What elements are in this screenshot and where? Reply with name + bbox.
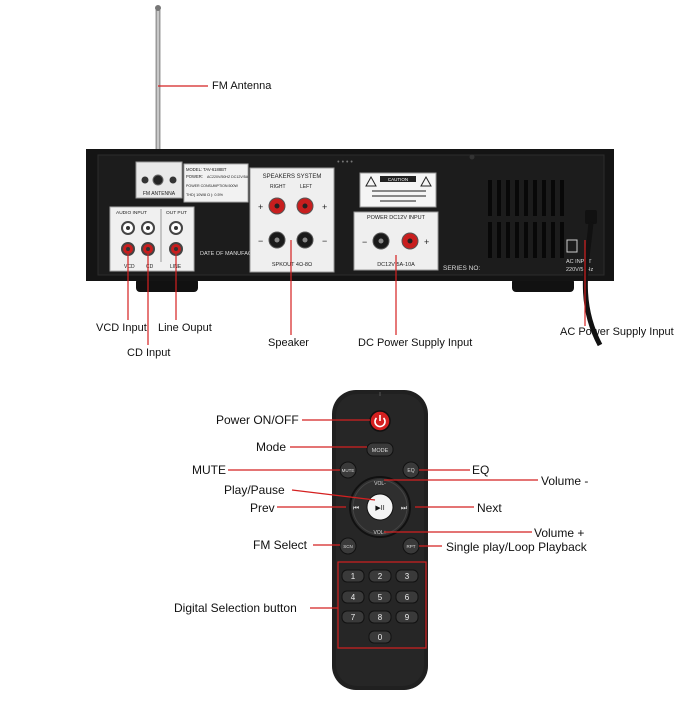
callout-eq: EQ [472,463,490,477]
caution-label: CAUTION [359,172,437,208]
callout-dc-power: DC Power Supply Input [358,337,473,349]
callout-volume-minus: Volume - [541,474,589,488]
speakers-system-text: SPEAKERS SYSTEM [263,174,322,180]
power-dc-input-text: POWER DC12V INPUT [367,215,426,221]
power-icon [374,417,386,428]
callout-next: Next [477,501,502,515]
svg-text:−: − [322,236,327,246]
rpt-button-label: RPT [407,544,416,549]
callout-play-pause: Play/Pause [224,483,285,497]
fm-antenna-plate-label: FM ANTENNA [143,191,176,197]
series-no-text: SERIES NO: [443,265,480,272]
digit-button-1[interactable] [341,569,365,583]
spkout-text: SPKOUT 4Ω-8Ω [272,262,312,268]
digit-button-4[interactable] [341,590,365,604]
remote-play-button[interactable] [366,493,394,521]
thd-text: THD( 10W8 Ω ): 0.5% [186,193,224,197]
svg-text:−: − [362,237,367,247]
remote-scn-button[interactable] [339,537,357,555]
digit-button-9[interactable] [395,610,419,624]
digit-label-9: 9 [405,613,410,622]
prev-button[interactable]: ⏮ [353,505,359,512]
callout-cd-input: CD Input [127,347,171,359]
scn-button-label: SCN [343,544,353,549]
callout-single-loop: Single play/Loop Playback [446,540,587,554]
date-of-manufacture-text: DATE OF MANUFACTURE [200,251,267,257]
out-put-text: OUT PUT [166,210,187,216]
model-text: MODEL: TAV-6188BT [186,167,227,172]
power-values-text: AC220V/50HZ DC12V/5A [207,175,249,179]
callout-speaker: Speaker [268,337,309,349]
ac-input: AC INPUT 220V/50Hz [566,210,597,273]
digit-label-0: 0 [378,633,383,642]
callout-prev: Prev [250,501,275,515]
svg-text:• • • •: • • • • [337,159,353,166]
digit-label-4: 4 [351,593,356,602]
callout-mute: MUTE [192,463,226,477]
consumption-text: POWER CONSUMPTION:500W [186,184,239,188]
amp-foot-right [512,278,574,292]
callout-digital-selection: Digital Selection button [174,601,297,615]
play-pause-icon: ▶II [375,505,384,512]
mute-button-label: MUTE [342,468,355,473]
eq-button-label: EQ [407,468,414,474]
callout-fm-select: FM Select [253,538,308,552]
amp-callout-lines [127,85,586,345]
amp-foot-left [136,278,198,292]
callout-power-onoff: Power ON/OFF [216,413,299,427]
right-text: RIGHT [270,184,286,190]
digit-button-5[interactable] [368,590,392,604]
digit-button-7[interactable] [341,610,365,624]
svg-text:−: − [258,236,263,246]
vent-grille [488,180,564,258]
power-text: POWER: [186,174,203,179]
digit-button-8[interactable] [368,610,392,624]
callout-line-output: Line Ouput [158,322,212,334]
speaker-terminal-panel: SPEAKERS SYSTEM RIGHT LEFT + + − − SPKOU… [249,167,335,273]
digit-button-6[interactable] [395,590,419,604]
digit-label-6: 6 [405,593,410,602]
mode-button-label: MODE [372,448,389,454]
digit-label-2: 2 [378,572,383,581]
fm-antenna-plate: FM ANTENNA [135,161,183,199]
number-pad-highlight [337,561,427,649]
remote-callout-lines [228,419,538,609]
model-label: MODEL: TAV-6188BT POWER: AC220V/50HZ DC1… [183,163,249,203]
digit-button-2[interactable] [368,569,392,583]
callout-volume-plus: Volume + [534,526,585,540]
callout-mode: Mode [256,440,287,454]
digit-label-7: 7 [351,613,356,622]
callout-fm-antenna: FM Antenna [212,80,272,92]
digit-label-3: 3 [405,572,410,581]
remote-mode-button[interactable] [366,442,394,457]
vol-plus-button[interactable]: VOL+ [374,530,387,536]
digit-label-1: 1 [351,572,356,581]
next-button[interactable]: ⏭ [401,505,408,512]
number-pad: 1 2 3 4 5 6 7 8 9 0 [341,569,419,644]
audio-input-text: AUDIO INPUT [116,210,147,216]
svg-text:+: + [258,202,263,212]
digit-button-3[interactable] [395,569,419,583]
vcd-text: VCD [124,264,135,270]
cd-text: CD [146,264,154,270]
digit-label-8: 8 [378,613,383,622]
audio-io-panel: AUDIO INPUT OUT PUT VCD CD LINE [109,206,195,272]
caution-text: CAUTION [388,177,408,182]
vol-minus-button[interactable]: VOL- [374,481,386,487]
left-text: LEFT [300,184,312,190]
callout-vcd-input: VCD Input [96,322,147,334]
svg-text:+: + [322,202,327,212]
ac-rating-text: 220V/50Hz [566,267,593,273]
digit-button-0[interactable] [368,630,392,644]
ac-input-text: AC INPUT [566,259,592,265]
callout-ac-power: AC Power Supply Input [560,326,674,338]
svg-text:+: + [424,237,429,247]
digit-label-5: 5 [378,593,383,602]
